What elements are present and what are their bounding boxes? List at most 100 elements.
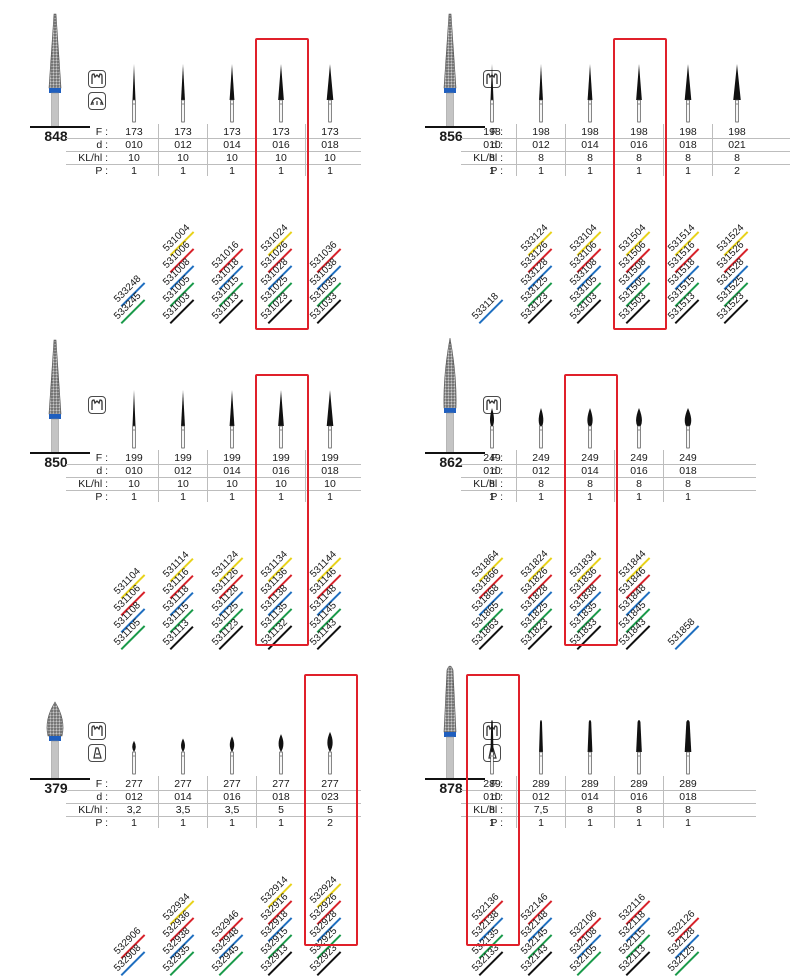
- spec-d: 012: [125, 791, 143, 803]
- bur-tip-drawing: [181, 390, 185, 449]
- spec-p: 1: [278, 817, 284, 829]
- spec-d: 012: [532, 139, 550, 151]
- row-label: KL/hl :: [78, 152, 108, 164]
- article-code[interactable]: 533118: [470, 291, 504, 324]
- row-label: P :: [490, 817, 503, 829]
- spec-F: 277: [125, 778, 143, 790]
- spec-kl: 10: [128, 152, 140, 164]
- spec-F: 198: [483, 126, 501, 138]
- spec-d: 014: [581, 139, 599, 151]
- spec-p: 1: [538, 165, 544, 177]
- bur-tip-drawing: [181, 64, 185, 123]
- row-label: KL/hl :: [473, 152, 503, 164]
- model-number: 850: [44, 454, 68, 470]
- crown-prep-icon: [88, 70, 106, 88]
- table-rule: [66, 816, 361, 817]
- model-number: 848: [44, 128, 68, 144]
- bur-tip-drawing: [278, 734, 284, 775]
- spec-F: 199: [272, 452, 290, 464]
- row-label: F :: [490, 126, 503, 138]
- bur-tip-drawing: [636, 408, 642, 449]
- selected-size-highlight: [564, 374, 618, 646]
- spec-p: 1: [131, 165, 137, 177]
- column-rule: [614, 450, 615, 502]
- spec-p: 1: [278, 491, 284, 503]
- column-rule: [663, 450, 664, 502]
- spec-F: 199: [174, 452, 192, 464]
- spec-p: 1: [685, 817, 691, 829]
- column-rule: [712, 124, 713, 176]
- spec-d: 016: [630, 465, 648, 477]
- spec-p: 2: [734, 165, 740, 177]
- spec-d: 016: [630, 139, 648, 151]
- column-rule: [207, 124, 208, 176]
- row-label: P :: [490, 491, 503, 503]
- spec-d: 016: [272, 465, 290, 477]
- column-rule: [207, 450, 208, 502]
- spec-F: 277: [174, 778, 192, 790]
- bur-tip-drawing: [587, 720, 593, 775]
- spec-d: 023: [321, 791, 339, 803]
- selected-size-highlight: [304, 674, 358, 946]
- spec-p: 1: [587, 491, 593, 503]
- bur-tip-drawing: [684, 64, 692, 123]
- article-code[interactable]: 531858: [666, 616, 700, 650]
- column-rule: [565, 776, 566, 828]
- spec-F: 289: [581, 778, 599, 790]
- column-rule: [614, 776, 615, 828]
- spec-F: 173: [174, 126, 192, 138]
- spec-F: 277: [321, 778, 339, 790]
- bur-tip-drawing: [327, 731, 333, 775]
- column-rule: [663, 776, 664, 828]
- spec-p: 1: [636, 817, 642, 829]
- spec-d: 018: [272, 791, 290, 803]
- spec-d: 012: [532, 791, 550, 803]
- spec-kl: 8: [636, 152, 642, 164]
- row-label: F :: [95, 778, 108, 790]
- model-underline: [425, 452, 485, 454]
- spec-kl: 8: [685, 478, 691, 490]
- spec-d: 014: [581, 465, 599, 477]
- model-number: 379: [44, 780, 68, 796]
- bur-tip-drawing: [132, 740, 136, 775]
- spec-F: 277: [223, 778, 241, 790]
- diamond-bur-illustration: [42, 336, 72, 459]
- spec-p: 1: [489, 491, 495, 503]
- spec-F: 173: [223, 126, 241, 138]
- bridge-prep-icon: [88, 92, 106, 110]
- spec-p: 1: [327, 491, 333, 503]
- row-label: F :: [490, 778, 503, 790]
- spec-F: 249: [532, 452, 550, 464]
- spec-kl: 10: [324, 152, 336, 164]
- table-rule: [66, 164, 361, 165]
- column-rule: [305, 450, 306, 502]
- row-label: d :: [491, 791, 503, 803]
- column-rule: [516, 124, 517, 176]
- diamond-bur-illustration: [437, 10, 467, 133]
- spec-d: 018: [321, 465, 339, 477]
- spec-p: 1: [685, 165, 691, 177]
- row-label: P :: [490, 165, 503, 177]
- bur-tip-drawing: [538, 408, 544, 449]
- spec-F: 198: [532, 126, 550, 138]
- spec-F: 289: [630, 778, 648, 790]
- row-label: d :: [491, 139, 503, 151]
- table-rule: [461, 490, 756, 491]
- spec-d: 010: [125, 465, 143, 477]
- spec-F: 249: [679, 452, 697, 464]
- spec-p: 1: [131, 817, 137, 829]
- bur-tip-drawing: [587, 408, 593, 449]
- spec-kl: 8: [734, 152, 740, 164]
- table-rule: [66, 151, 361, 152]
- spec-d: 016: [223, 791, 241, 803]
- bur-tip-drawing: [636, 64, 642, 123]
- spec-d: 018: [679, 791, 697, 803]
- spec-d: 018: [679, 139, 697, 151]
- table-rule: [461, 164, 790, 165]
- model-underline: [30, 452, 90, 454]
- bur-tip-drawing: [229, 390, 235, 449]
- spec-kl: 10: [177, 478, 189, 490]
- column-rule: [256, 776, 257, 828]
